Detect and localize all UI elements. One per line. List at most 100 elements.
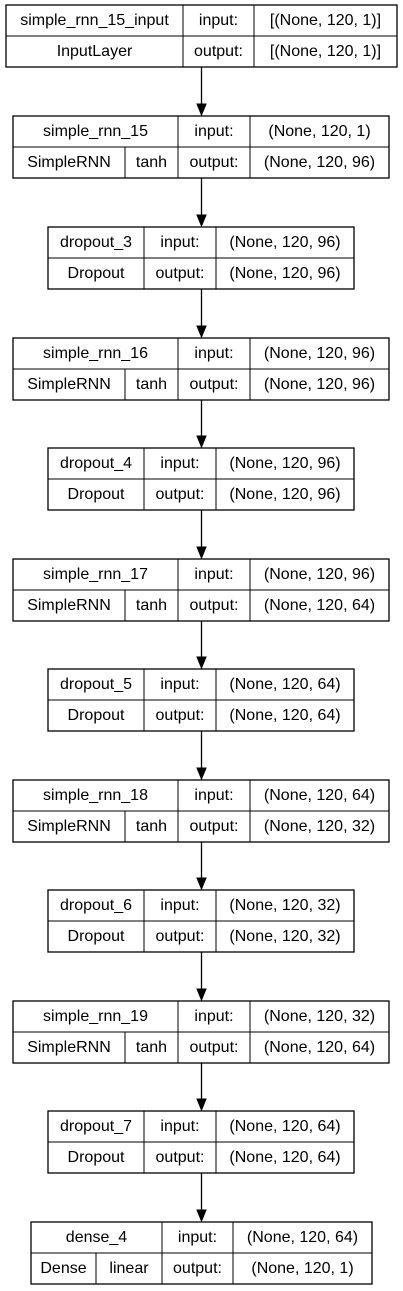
output-label: output: — [156, 707, 205, 724]
output-shape: (None, 120, 32) — [264, 818, 375, 835]
edges — [196, 67, 207, 1223]
output-shape: (None, 120, 64) — [264, 597, 375, 614]
layer-name: dropout_3 — [60, 234, 132, 251]
input-label: input: — [194, 345, 233, 362]
input-shape: (None, 120, 64) — [229, 1118, 340, 1135]
layer-name: dropout_6 — [60, 897, 132, 914]
edge-arrow — [196, 621, 207, 670]
layer-type: SimpleRNN — [27, 376, 111, 393]
input-shape: (None, 120, 32) — [264, 1008, 375, 1025]
input-label: input: — [160, 1118, 199, 1135]
layer-type: Dropout — [68, 928, 125, 945]
output-label: output: — [190, 376, 239, 393]
edge-arrow — [196, 952, 207, 1002]
input-label: input: — [160, 234, 199, 251]
input-label: input: — [160, 676, 199, 693]
output-label: output: — [156, 486, 205, 503]
arrowhead — [196, 1209, 207, 1223]
layer-activation: tanh — [136, 1039, 167, 1056]
edge-arrow — [196, 1173, 207, 1223]
edge-arrow — [196, 400, 207, 449]
layer-name: dropout_4 — [60, 455, 132, 472]
edge-arrow — [196, 1063, 207, 1112]
input-label: input: — [199, 12, 238, 29]
input-label: input: — [194, 566, 233, 583]
layer-type: SimpleRNN — [27, 597, 111, 614]
input-label: input: — [160, 897, 199, 914]
layer-name: dropout_5 — [60, 676, 132, 693]
arrowhead — [196, 214, 207, 228]
arrowhead — [196, 877, 207, 891]
output-shape: (None, 120, 96) — [264, 376, 375, 393]
input-label: input: — [194, 1008, 233, 1025]
arrowhead — [196, 656, 207, 670]
output-shape: (None, 120, 64) — [229, 1149, 340, 1166]
edge-arrow — [196, 731, 207, 781]
output-label: output: — [156, 1149, 205, 1166]
layer-name: simple_rnn_15_input — [20, 12, 169, 29]
arrowhead — [196, 988, 207, 1002]
output-shape: (None, 120, 64) — [264, 1039, 375, 1056]
layer-activation: tanh — [136, 376, 167, 393]
input-shape: [(None, 120, 1)] — [270, 12, 381, 29]
layer-activation: tanh — [136, 818, 167, 835]
layer-name: dense_4 — [66, 1229, 127, 1246]
output-label: output: — [156, 265, 205, 282]
edge-arrow — [196, 178, 207, 228]
input-label: input: — [160, 455, 199, 472]
layer-name: simple_rnn_17 — [43, 566, 148, 583]
edge-arrow — [196, 289, 207, 339]
layer-type: SimpleRNN — [27, 818, 111, 835]
layer-type: SimpleRNN — [27, 154, 111, 171]
edge-arrow — [196, 510, 207, 560]
arrowhead — [196, 325, 207, 339]
arrowhead — [196, 767, 207, 781]
output-label: output: — [194, 43, 243, 60]
input-shape: (None, 120, 64) — [229, 676, 340, 693]
layer-name: simple_rnn_15 — [43, 123, 148, 140]
arrowhead — [196, 546, 207, 560]
input-shape: (None, 120, 32) — [229, 897, 340, 914]
arrowhead — [196, 1098, 207, 1112]
layer-type: Dropout — [68, 707, 125, 724]
input-shape: (None, 120, 64) — [247, 1229, 358, 1246]
layer-activation: linear — [109, 1260, 149, 1277]
layer-type: Dropout — [68, 1149, 125, 1166]
output-shape: [(None, 120, 1)] — [270, 43, 381, 60]
layer-activation: tanh — [136, 597, 167, 614]
arrowhead — [196, 103, 207, 117]
output-shape: (None, 120, 96) — [229, 265, 340, 282]
output-label: output: — [156, 928, 205, 945]
layer-type: Dropout — [68, 265, 125, 282]
layer-name: dropout_7 — [60, 1118, 132, 1135]
layer-type: Dense — [40, 1260, 86, 1277]
output-label: output: — [190, 597, 239, 614]
layer-type: SimpleRNN — [27, 1039, 111, 1056]
input-shape: (None, 120, 96) — [229, 455, 340, 472]
output-label: output: — [190, 154, 239, 171]
output-shape: (None, 120, 64) — [229, 707, 340, 724]
output-shape: (None, 120, 1) — [251, 1260, 353, 1277]
edge-arrow — [196, 842, 207, 891]
output-shape: (None, 120, 32) — [229, 928, 340, 945]
input-shape: (None, 120, 64) — [264, 787, 375, 804]
input-shape: (None, 120, 1) — [268, 123, 370, 140]
output-label: output: — [190, 818, 239, 835]
layer-type: InputLayer — [57, 43, 133, 60]
output-shape: (None, 120, 96) — [264, 154, 375, 171]
arrowhead — [196, 435, 207, 449]
input-shape: (None, 120, 96) — [264, 345, 375, 362]
edge-arrow — [196, 67, 207, 117]
input-shape: (None, 120, 96) — [229, 234, 340, 251]
